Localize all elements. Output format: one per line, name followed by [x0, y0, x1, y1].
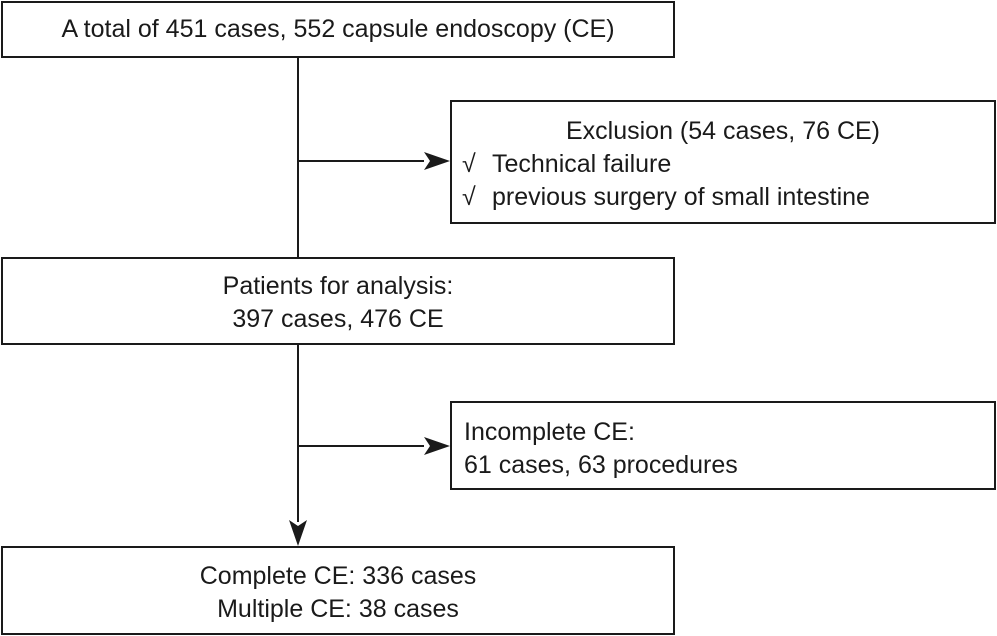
incomplete-box: Incomplete CE: 61 cases, 63 procedures — [450, 401, 996, 490]
complete-counts: Complete CE: 336 cases — [199, 562, 477, 590]
exclusion-reason-item: √ Technical failure — [452, 148, 994, 181]
multiple-counts: Multiple CE: 38 cases — [217, 595, 459, 623]
arrow-to-exclusion-head — [424, 152, 450, 170]
exclusion-reason-item: √ previous surgery of small intestine — [452, 181, 994, 214]
complete-box: Complete CE: 336 cases Multiple CE: 38 c… — [1, 546, 675, 635]
arrow-to-incomplete-head — [424, 437, 450, 455]
exclusion-reason-text: Technical failure — [492, 150, 672, 178]
arrow-to-complete-head — [289, 520, 307, 546]
check-icon: √ — [462, 183, 476, 211]
incomplete-counts: 61 cases, 63 procedures — [464, 451, 738, 479]
total-cases-box: A total of 451 cases, 552 capsule endosc… — [1, 1, 675, 58]
analysis-counts: 397 cases, 476 CE — [232, 305, 444, 333]
analysis-box: Patients for analysis: 397 cases, 476 CE — [1, 257, 675, 345]
incomplete-label: Incomplete CE: — [464, 418, 635, 446]
total-cases-text: A total of 451 cases, 552 capsule endosc… — [61, 15, 615, 43]
analysis-label: Patients for analysis: — [222, 272, 454, 300]
exclusion-reason-text: previous surgery of small intestine — [492, 183, 870, 211]
check-icon: √ — [462, 150, 476, 178]
exclusion-title: Exclusion (54 cases, 76 CE) — [565, 117, 881, 145]
exclusion-box: Exclusion (54 cases, 76 CE) √ Technical f… — [450, 100, 996, 224]
